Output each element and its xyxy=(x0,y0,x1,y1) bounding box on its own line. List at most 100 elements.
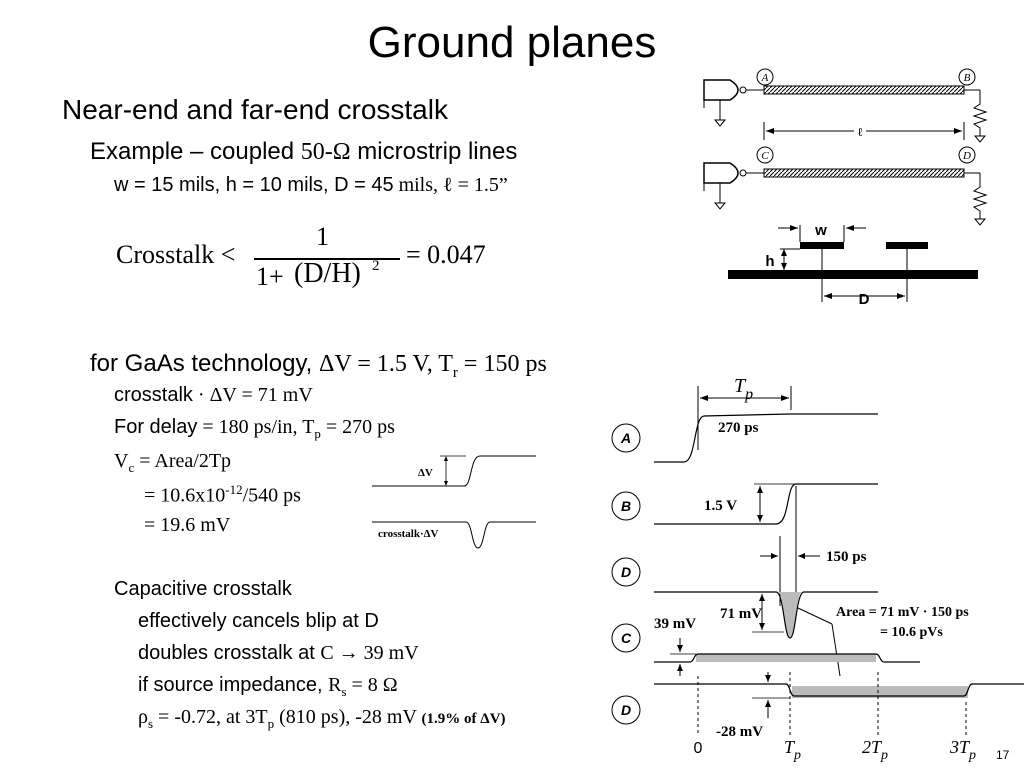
example-ohm: 50-Ω xyxy=(300,139,351,165)
formula-den-b: (D/H) xyxy=(294,258,361,289)
fraction-bar xyxy=(254,258,400,260)
ann-71mv: 71 mV xyxy=(720,606,762,622)
row-a-label: A xyxy=(620,430,631,446)
delay-value: = 180 ps/in, T xyxy=(197,416,315,438)
vc-line-2: = 10.6x10-12/540 ps xyxy=(144,482,301,508)
node-a-label: A xyxy=(761,72,769,84)
vc-line: Vc = Area/2Tp xyxy=(114,450,231,476)
crosstalk-value: · ΔV = 71 mV xyxy=(192,384,313,406)
row-b-label: B xyxy=(621,498,631,514)
dims-prefix: w = 15 mils, h = 10 mils, D = 45 xyxy=(114,174,394,196)
gaas-prefix: for GaAs technology, xyxy=(90,350,320,377)
delay-line: For delay = 180 ps/in, Tp = 270 ps xyxy=(114,416,395,442)
capacitive-heading: Capacitive crosstalk xyxy=(114,578,292,600)
capacitive-line-3: if source impedance, Rs = 8 Ω xyxy=(138,674,398,700)
row-d2-label: D xyxy=(621,702,631,718)
ann-1-5v: 1.5 V xyxy=(704,498,737,514)
capacitive-line-2: doubles crosstalk at C → 39 mV xyxy=(138,642,419,665)
vc2-pre: = 10.6x10 xyxy=(144,484,226,507)
row-c-circle xyxy=(611,623,641,653)
gaas-sub: r xyxy=(452,364,458,381)
gaas-rest: = 150 ps xyxy=(457,351,547,377)
crosstalk-formula: Crosstalk < 1 1+ (D/H) 2 = 0.047 xyxy=(116,222,496,302)
cap-l4-rho: ρ xyxy=(138,706,148,728)
driver-gate-bottom xyxy=(703,162,747,210)
row-c-label: C xyxy=(621,630,632,646)
vc2-sup: -12 xyxy=(225,482,243,497)
vc-line-3: = 19.6 mV xyxy=(144,514,231,536)
formula-lhs: Crosstalk < xyxy=(116,240,236,269)
timing-diagram: Tp A 270 ps B 1.5 V 150 ps D 71 mV Area … xyxy=(611,376,1024,763)
waveform-d1 xyxy=(654,591,878,639)
h-label: h xyxy=(765,253,774,270)
small-step-curve xyxy=(372,455,536,487)
vc2-post: /540 ps xyxy=(242,484,301,507)
tp-header: Tp xyxy=(734,376,753,403)
cross-section: w h D xyxy=(728,222,978,308)
d2-area-fill xyxy=(792,686,968,698)
formula-rhs: = 0.047 xyxy=(406,240,486,269)
trace-left xyxy=(800,242,844,249)
example-suffix: microstrip lines xyxy=(350,138,518,165)
waveform-d2 xyxy=(654,683,1024,697)
delay-sub: p xyxy=(314,426,321,441)
delay-prefix: For delay xyxy=(114,416,198,438)
dimensions-line: w = 15 mils, h = 10 mils, D = 45 mils, ℓ… xyxy=(114,174,508,197)
w-label: w xyxy=(814,222,827,239)
cap-l4-small: (1.9% of ΔV) xyxy=(421,711,506,727)
transmission-line-bottom xyxy=(763,168,965,178)
resistor-icon xyxy=(972,90,988,136)
capacitive-line-1: effectively cancels blip at D xyxy=(138,610,379,632)
c-area-fill xyxy=(696,654,876,662)
row-b-circle xyxy=(611,491,641,521)
node-a-circle xyxy=(756,68,774,86)
crosstalk-prefix: crosstalk xyxy=(114,384,193,406)
transmission-line-top xyxy=(763,85,965,95)
cap-l3-sub: s xyxy=(341,684,347,699)
small-crosstalk-label: crosstalk·ΔV xyxy=(378,528,439,540)
cap-l2-value: C → 39 mV xyxy=(320,642,419,664)
row-d-label: D xyxy=(621,564,631,580)
node-b-label: B xyxy=(964,72,971,84)
small-dv-label: ΔV xyxy=(418,467,433,479)
trace-right xyxy=(886,242,928,249)
coupled-lines-diagram: A B ℓ C D w h xyxy=(703,68,988,308)
cap-l4-sub: s xyxy=(147,716,154,731)
formula-numerator: 1 xyxy=(316,222,329,251)
ann-39mv: 39 mV xyxy=(654,616,696,632)
row-a-circle xyxy=(611,423,641,453)
example-prefix: Example – coupled xyxy=(90,138,301,165)
node-c-circle xyxy=(756,146,774,164)
capacitive-line-4: ρs = -0.72, at 3Tp (810 ps), -28 mV (1.9… xyxy=(138,706,506,732)
section-heading: Near-end and far-end crosstalk xyxy=(62,94,448,125)
page-number: 17 xyxy=(996,748,1010,762)
cap-l3-r: R xyxy=(328,674,342,696)
waveform-c xyxy=(654,653,920,663)
node-c-label: C xyxy=(761,150,769,162)
cap-l2-prefix: doubles crosstalk at xyxy=(138,642,321,664)
cap-l4-sub2: p xyxy=(267,716,275,731)
dip-area-fill xyxy=(778,592,802,638)
vc-v: V xyxy=(114,450,129,472)
crosstalk-value-line: crosstalk · ΔV = 71 mV xyxy=(114,384,313,407)
cap-l4-b: (810 ps), -28 mV xyxy=(274,706,422,728)
delay-rest: = 270 ps xyxy=(320,416,395,438)
ground-plane xyxy=(728,270,978,279)
ann-150ps: 150 ps xyxy=(826,549,867,565)
length-label: ℓ xyxy=(857,125,863,139)
node-d-circle xyxy=(958,146,976,164)
node-d-label: D xyxy=(962,150,971,162)
xtick-tp: Tp xyxy=(784,737,801,763)
formula-den-exp: 2 xyxy=(372,258,380,274)
cap-l4-a: = -0.72, at 3T xyxy=(153,706,268,728)
xtick-2tp: 2Tp xyxy=(862,737,888,763)
waveform-a xyxy=(654,413,878,463)
row-d-circle xyxy=(611,557,641,587)
xtick-3tp: 3Tp xyxy=(949,737,976,763)
small-dip-curve xyxy=(372,521,536,549)
driver-gate-top xyxy=(703,79,747,127)
formula-den-a: 1+ xyxy=(256,262,284,291)
gaas-line: for GaAs technology, ΔV = 1.5 V, Tr = 15… xyxy=(90,350,547,382)
row-d2-circle xyxy=(611,695,641,725)
small-waveform-inset: ΔV crosstalk·ΔV xyxy=(372,455,536,549)
